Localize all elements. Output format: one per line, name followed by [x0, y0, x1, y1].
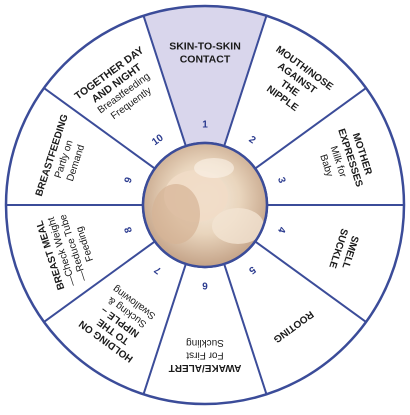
- step-number-8: 8: [123, 225, 135, 234]
- segments-layer: [6, 6, 404, 404]
- step-detail-line: Suckling: [186, 337, 224, 348]
- outer-ring: [4, 4, 406, 406]
- segment-step-5: [224, 241, 366, 395]
- segment-step-8: [6, 205, 155, 322]
- divider-line: [223, 263, 268, 395]
- segment-step-3: [255, 88, 404, 205]
- segment-step-2: [224, 15, 366, 169]
- step-number-2: 2: [247, 134, 258, 146]
- step-number-4: 4: [275, 225, 287, 234]
- divider-line: [254, 87, 367, 170]
- step-number-5: 5: [246, 264, 257, 276]
- step-title-line: CONTACT: [180, 54, 231, 66]
- center-photo-mother-and-baby: [143, 143, 267, 267]
- divider-line: [43, 240, 156, 323]
- step-number-6: 6: [202, 280, 208, 291]
- divider-line: [43, 87, 156, 170]
- divider-line: [142, 15, 187, 147]
- step-title-line: AWAKE/ALERT: [169, 362, 242, 373]
- divider-lines: [6, 15, 404, 395]
- segment-step-4: [255, 205, 404, 322]
- step-title-line: SKIN-TO-SKIN: [169, 41, 241, 53]
- divider-line: [254, 240, 367, 323]
- divider-line: [142, 263, 187, 395]
- step-number-9: 9: [123, 176, 135, 185]
- divider-line: [223, 15, 268, 147]
- step-number-3: 3: [275, 176, 287, 185]
- segment-step-6: [143, 263, 267, 404]
- segment-step-10: [44, 15, 186, 169]
- segment-step-7: [44, 241, 186, 395]
- step-number-7: 7: [152, 263, 163, 275]
- step-detail-line: For First: [186, 350, 223, 361]
- step-number-1: 1: [202, 120, 208, 131]
- segment-step-9: [6, 88, 155, 205]
- segment-step-1: [143, 6, 267, 147]
